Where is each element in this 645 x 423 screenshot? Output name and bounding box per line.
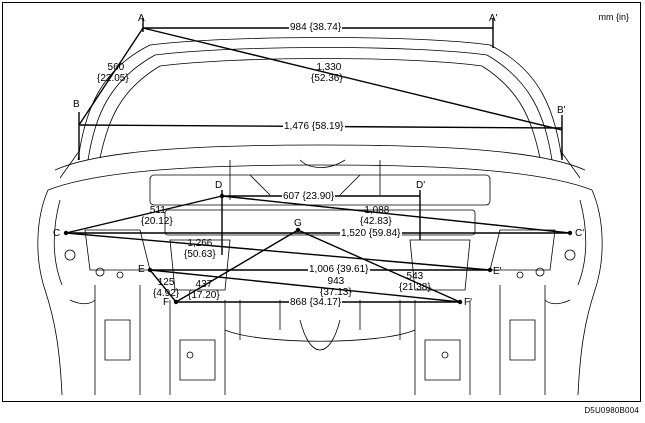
dim-g-f2: 543 {21.38} bbox=[398, 271, 432, 293]
dim-c-e2-mm: 1,266 bbox=[187, 238, 213, 249]
dim-c-d: 511 {20.12} bbox=[140, 205, 174, 227]
point-b2-label: B' bbox=[557, 105, 566, 116]
figure-code: D5U0980B004 bbox=[584, 406, 639, 415]
dim-e-f-mm: 125 bbox=[157, 277, 175, 288]
dim-a-b-mm: 560 bbox=[107, 62, 125, 73]
dim-d-c2-mm: 1,088 bbox=[364, 205, 390, 216]
dim-f-f2: 868 {34.17} bbox=[289, 297, 343, 308]
dim-a-a2: 984 {38.74} bbox=[289, 22, 343, 33]
dim-c-d-in: {20.12} bbox=[141, 216, 173, 227]
dim-g-f2-in: {21.38} bbox=[399, 282, 431, 293]
dim-e-f2-mm: 943 bbox=[327, 276, 345, 287]
point-f-label: F bbox=[163, 297, 170, 308]
point-d2-label: D' bbox=[416, 180, 426, 191]
point-g-label: G bbox=[294, 218, 302, 229]
dim-d-c2-in: {42.83} bbox=[360, 216, 392, 227]
dim-c-c2: 1,520 {59.84} bbox=[340, 228, 402, 239]
dim-a-b2-mm: 1,330 bbox=[316, 62, 342, 73]
line-e-f2 bbox=[149, 269, 461, 303]
dim-c-d-mm: 511 bbox=[149, 205, 166, 216]
line-e-f bbox=[149, 269, 177, 303]
dim-f-g: 437 {17.20} bbox=[187, 279, 221, 301]
point-f2-label: F' bbox=[464, 297, 473, 308]
dim-e-e2: 1,006 {39.61} bbox=[308, 264, 370, 275]
point-d-label: D bbox=[215, 180, 223, 191]
dim-a-b2-in: {52.36} bbox=[311, 73, 343, 84]
dim-a-b: 560 {22.05} bbox=[96, 62, 130, 84]
point-c2-label: C' bbox=[575, 228, 585, 239]
point-a2-label: A' bbox=[489, 13, 498, 24]
line-a-b2 bbox=[142, 27, 563, 131]
dim-d-d2: 607 {23.90} bbox=[282, 191, 336, 202]
measurement-lines bbox=[65, 18, 571, 303]
dim-c-e2-in: {50.63} bbox=[184, 249, 216, 260]
dim-a-b2: 1,330 {52.36} bbox=[310, 62, 344, 84]
dim-f-g-in: {17.20} bbox=[188, 290, 220, 301]
dim-g-f2-mm: 543 bbox=[406, 271, 424, 282]
point-e2-label: E' bbox=[493, 266, 502, 277]
line-f-g bbox=[175, 229, 299, 303]
dim-e-f2-in: {37.13} bbox=[320, 287, 352, 298]
line-c-d bbox=[65, 195, 223, 234]
dim-f-g-mm: 437 bbox=[195, 279, 213, 290]
dim-e-f: 125 {4.92} bbox=[152, 277, 180, 299]
dim-e-f2: 943 {37.13} bbox=[319, 276, 353, 298]
unit-note: mm {in} bbox=[598, 12, 629, 22]
body-outline bbox=[37, 37, 603, 396]
line-c-e2 bbox=[65, 232, 491, 271]
dim-b-b2: 1,476 {58.19} bbox=[283, 121, 345, 132]
dim-a-b-in: {22.05} bbox=[97, 73, 129, 84]
dim-d-c2: 1,088 {42.83} bbox=[359, 205, 393, 227]
line-a-b bbox=[78, 27, 144, 126]
point-a-label: A bbox=[138, 13, 145, 24]
line-g-f2 bbox=[297, 229, 461, 303]
dim-e-f-in: {4.92} bbox=[153, 288, 180, 299]
figure-border bbox=[2, 2, 641, 402]
point-c-label: C bbox=[53, 228, 61, 239]
dim-c-e2: 1,266 {50.63} bbox=[183, 238, 217, 260]
point-e-label: E bbox=[138, 264, 145, 275]
measurement-points bbox=[63, 193, 573, 305]
line-d-c2 bbox=[221, 195, 571, 234]
point-b-label: B bbox=[73, 99, 80, 110]
